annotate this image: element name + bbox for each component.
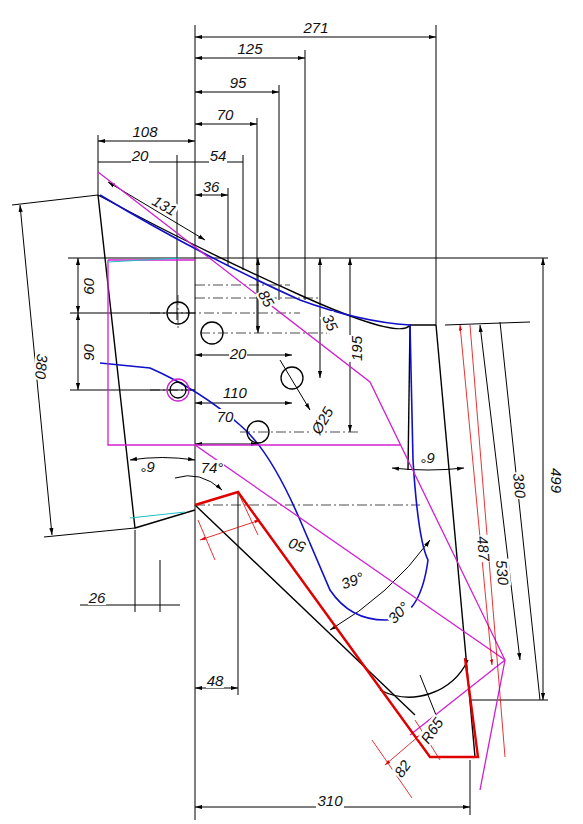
share-outline bbox=[98, 195, 475, 757]
dimension-label: 499 bbox=[550, 466, 565, 493]
cyan-lines bbox=[108, 258, 185, 518]
dimension-label: 74° bbox=[200, 460, 225, 475]
moldboard-curve bbox=[100, 195, 428, 620]
dimension-label: 70 bbox=[216, 409, 235, 424]
dimension-label: 530 bbox=[494, 558, 511, 586]
dimension-label: 70 bbox=[216, 107, 235, 122]
dimension-label: 310 bbox=[316, 793, 343, 808]
dimension-label: 6° bbox=[140, 460, 156, 475]
dimension-lines bbox=[12, 25, 548, 820]
dimension-label: 95 bbox=[229, 75, 248, 90]
dimension-label: 54 bbox=[209, 148, 228, 163]
dimension-label: 20 bbox=[229, 346, 248, 361]
dimension-label: 26 bbox=[88, 590, 107, 605]
dimension-label: 50 bbox=[286, 535, 309, 555]
dimension-label: R65 bbox=[417, 714, 446, 747]
dimension-label: 36 bbox=[202, 179, 221, 194]
dimension-label: 131 bbox=[150, 192, 181, 219]
dimension-label: 487 bbox=[475, 534, 492, 562]
dimension-label: 110 bbox=[222, 385, 248, 400]
dimension-label: 380 bbox=[511, 471, 528, 499]
dimension-label: 20 bbox=[131, 148, 150, 163]
share-edge bbox=[195, 325, 505, 798]
dimension-label: 60 bbox=[81, 277, 96, 296]
dimension-label: 35 bbox=[319, 310, 340, 333]
dimension-label: 108 bbox=[131, 124, 158, 139]
dimension-label: 6° bbox=[420, 451, 436, 466]
dimension-label: 380 bbox=[33, 352, 50, 380]
dimension-label: 195 bbox=[350, 334, 365, 361]
dimension-label: 82 bbox=[390, 756, 413, 780]
dimension-label: 90 bbox=[81, 343, 96, 362]
dimension-label: 271 bbox=[302, 20, 329, 35]
dimension-label: 48 bbox=[206, 673, 225, 688]
bolt-holes bbox=[167, 302, 303, 443]
centre-lines bbox=[150, 285, 420, 505]
dimension-label: 30° bbox=[384, 598, 412, 626]
dimension-label: 125 bbox=[236, 41, 263, 56]
blank-outline bbox=[98, 172, 505, 790]
dimension-label: 39° bbox=[338, 569, 366, 592]
